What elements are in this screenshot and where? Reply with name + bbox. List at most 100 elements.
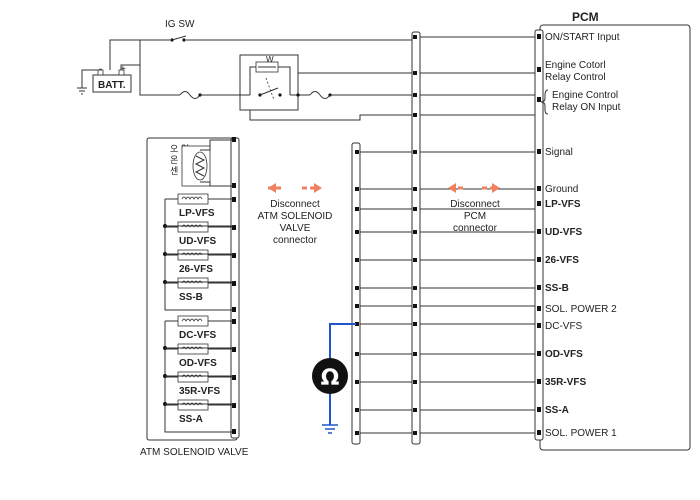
pcm-rail-pin: [413, 187, 417, 191]
atm-rail-pin: [355, 304, 359, 308]
pcm-rail-pin: [413, 113, 417, 117]
battery-label: BATT.: [98, 80, 126, 91]
pcm-pin-26-vfs: [537, 257, 541, 262]
battery-minus: -: [99, 64, 102, 75]
solenoid-label: SS-A: [179, 414, 203, 425]
pcm-rail-pin: [413, 71, 417, 75]
atm-rail-pin: [355, 352, 359, 356]
svg-text:W: W: [266, 55, 274, 64]
pcm-pin-engine-control-relay-on-input: [537, 97, 541, 102]
atm-rail-pin: [355, 187, 359, 191]
pcm-label-sol-power-2: SOL. POWER 2: [545, 304, 617, 315]
pcm-label-sol-power-1: SOL. POWER 1: [545, 428, 617, 439]
atm-connector-rail: [351, 142, 361, 445]
atm-rail-pin: [355, 207, 359, 211]
pcm-pin-ss-a: [537, 407, 541, 412]
pcm-label-ss-b: SS-B: [545, 283, 569, 294]
pcm-label-od-vfs: OD-VFS: [545, 349, 583, 360]
pcm-label-engine-control-relay-control: Relay Control: [545, 72, 606, 83]
harness-lines: [355, 35, 535, 435]
atm-rail-pin: [355, 286, 359, 290]
pcm-rail-pin: [413, 286, 417, 290]
pcm-rail-pin: [413, 304, 417, 308]
pcm-rail-pin: [413, 207, 417, 211]
ground-icon: [322, 424, 338, 434]
note-line: connector: [273, 235, 318, 246]
solenoid-coil-icon: [177, 221, 209, 233]
solenoid-coil-icon: [177, 399, 209, 411]
pcm-rail-pin: [413, 322, 417, 326]
pcm-rail-pin: [413, 380, 417, 384]
note-line: PCM: [464, 211, 486, 222]
solenoid-coil-icon: [177, 277, 209, 289]
sensor-label-char: 센: [170, 166, 178, 176]
atm-caption: ATM SOLENOID VALVE: [140, 447, 249, 458]
pcm-pin-35r-vfs: [537, 379, 541, 384]
power-section: IG SW BATT. - + W: [77, 19, 415, 121]
atm-solenoid-valve: 오일온도센서 LP-VFSUD-VFS26-VFSSS-BDC-VFSOD-VF…: [140, 137, 249, 458]
pcm-rail-pin: [413, 230, 417, 234]
atm-rail-pin: [355, 408, 359, 412]
battery-ground-icon: [77, 87, 87, 95]
pcm-rail-pin: [413, 408, 417, 412]
pcm-label-on-start: ON/START Input: [545, 32, 620, 43]
sensor-label-char: 오: [170, 144, 178, 154]
pcm-pin-signal: [537, 149, 541, 154]
pcm-pin-sol-power-1: [537, 430, 541, 435]
note-line: VALVE: [280, 223, 311, 234]
pcm-title: PCM: [572, 10, 599, 24]
pcm-pin-on-start: [537, 34, 541, 39]
solenoid-coil-icon: [177, 193, 209, 205]
solenoid-coil-icon: [177, 343, 209, 355]
atm-rail-pin: [355, 230, 359, 234]
ohm-symbol: Ω: [321, 366, 340, 391]
note-line: Disconnect: [450, 199, 500, 210]
solenoid-lp-vfs: LP-VFS: [165, 193, 236, 219]
note-line: Disconnect: [270, 199, 320, 210]
pcm-rail-pin: [413, 150, 417, 154]
pcm-label-engine-control-relay-control: Engine Cotorl: [545, 60, 606, 71]
sol-power-bus-2: [164, 199, 234, 311]
battery: [92, 74, 132, 93]
pcm-pin-ud-vfs: [537, 229, 541, 234]
note-line: ATM SOLENOID: [258, 211, 333, 222]
solenoid-coil-icon: [177, 249, 209, 261]
pcm-rail-pin: [413, 93, 417, 97]
pcm-pin-dc-vfs: [537, 323, 541, 328]
battery-plus: +: [120, 64, 126, 75]
solenoid-label: LP-VFS: [179, 208, 215, 219]
pcm-label-ss-a: SS-A: [545, 405, 569, 416]
pcm-pin-lp-vfs: [537, 201, 541, 206]
atm-rail-pin: [355, 258, 359, 262]
solenoid-label: 26-VFS: [179, 264, 213, 275]
meter-lead-top: [329, 323, 356, 360]
atm-rail-pin: [355, 431, 359, 435]
pcm-label-lp-vfs: LP-VFS: [545, 199, 581, 210]
pcm-pin-od-vfs: [537, 351, 541, 356]
double-arrow-icon: [448, 183, 500, 193]
fuse-icon: [179, 91, 201, 99]
pcm-pin-sol-power-2: [537, 306, 541, 311]
pcm-pin-engine-control-relay-control: [537, 67, 541, 72]
pcm-label-engine-control-relay-on-input: Relay ON Input: [552, 102, 621, 113]
solenoid-coil-icon: [177, 315, 209, 327]
sol-power-bus-1: [164, 321, 234, 433]
ohm-meter-icon: [312, 358, 348, 394]
solenoid-label: OD-VFS: [179, 358, 217, 369]
pcm-label-dc-vfs: DC-VFS: [545, 321, 583, 332]
sensor-label-char: 온: [170, 155, 178, 165]
solenoid-dc-vfs: DC-VFS: [165, 315, 236, 341]
atm-rail-pin: [355, 380, 359, 384]
pcm-pin-ground: [537, 186, 541, 191]
pcm-label-35r-vfs: 35R-VFS: [545, 377, 586, 388]
ohmmeter: Ω: [312, 323, 356, 434]
solenoid-coil-icon: [177, 371, 209, 383]
solenoid-label: DC-VFS: [179, 330, 217, 341]
oil-temperature-sensor: 오일온도센서: [170, 139, 234, 187]
double-arrow-icon: [268, 183, 322, 193]
solenoid-label: UD-VFS: [179, 236, 217, 247]
pcm-label-engine-control-relay-on-input: Engine Control: [552, 90, 618, 101]
pcm-label-ground: Ground: [545, 184, 578, 195]
